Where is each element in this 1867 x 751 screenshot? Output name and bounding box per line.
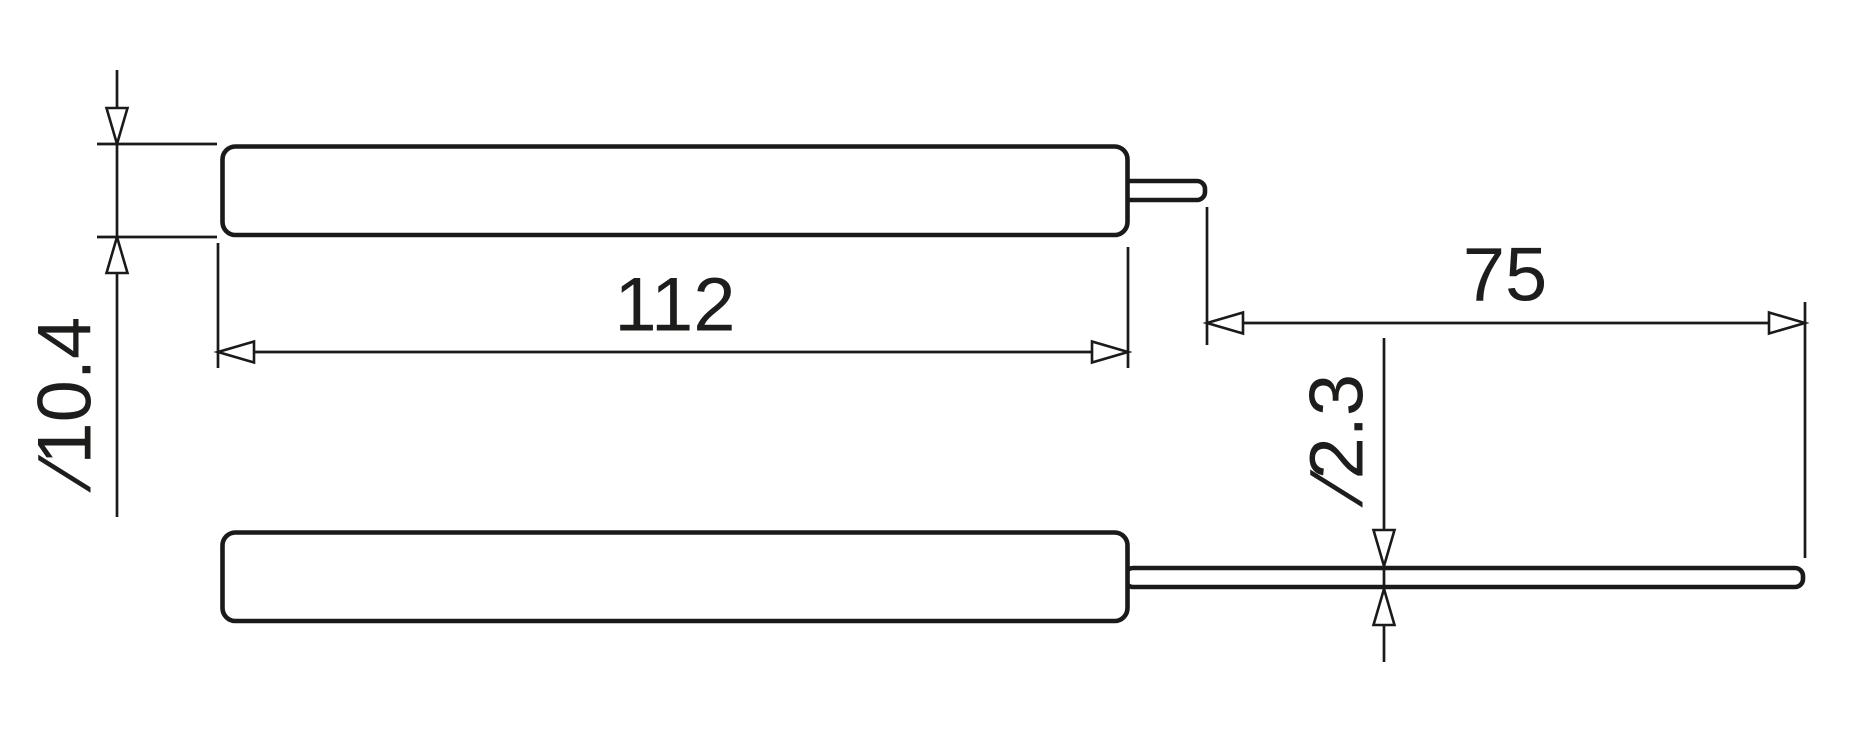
dim-label-lead-length: 75 [1463, 233, 1548, 318]
top-view [220, 144, 1208, 238]
arrowhead [104, 106, 130, 149]
arrowhead [1202, 310, 1245, 336]
top-view-body-outline [220, 144, 1130, 238]
stub-outline [1119, 178, 1208, 203]
lead-wire-outline [1122, 565, 1806, 590]
dim-lead-length: 75 [1202, 207, 1810, 558]
bottom-view [220, 530, 1806, 624]
dim-body-diameter: ∕10.4 [23, 70, 217, 517]
arrowhead [213, 339, 256, 365]
bottom-view-body-outline [220, 530, 1130, 624]
dim-label-lead-diameter: ∕2.3 [1295, 374, 1380, 508]
arrowhead [1090, 339, 1133, 365]
arrowhead [1371, 584, 1397, 627]
dim-body-length: 112 [213, 243, 1133, 368]
dim-lead-diameter: ∕2.3 [1295, 338, 1397, 662]
dim-label-body-length: 112 [614, 263, 735, 348]
arrowhead [1371, 528, 1397, 571]
arrowhead [104, 232, 130, 275]
arrowhead [1767, 310, 1810, 336]
dim-label-body-diameter: ∕10.4 [23, 317, 108, 494]
